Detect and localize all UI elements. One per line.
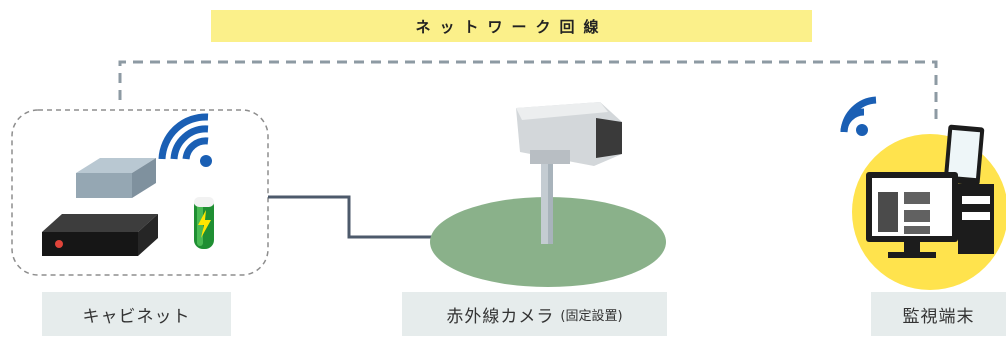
camera-icon [516,102,622,166]
monitor-label-text: 監視端末 [902,306,975,327]
banner-text: ネットワーク回線 [415,17,608,36]
cabinet-label: キャビネット [42,292,231,336]
camera-cable [268,195,440,239]
cabinet-label-text: キャビネット [82,306,191,327]
monitor-icon [866,172,994,258]
recorder-icon [42,214,158,256]
router-icon [76,158,156,198]
camera-label-note: (固定設置) [560,308,623,324]
camera-label-text: 赤外線カメラ [446,306,555,327]
camera-label: 赤外線カメラ (固定設置) [402,292,667,336]
tablet-icon [943,124,985,186]
monitor-label: 監視端末 [871,292,1006,336]
network-line [118,60,938,120]
network-line-banner: ネットワーク回線 [211,10,812,42]
wifi-icon [840,96,877,136]
battery-icon [194,197,214,249]
wifi-icon [158,113,212,167]
